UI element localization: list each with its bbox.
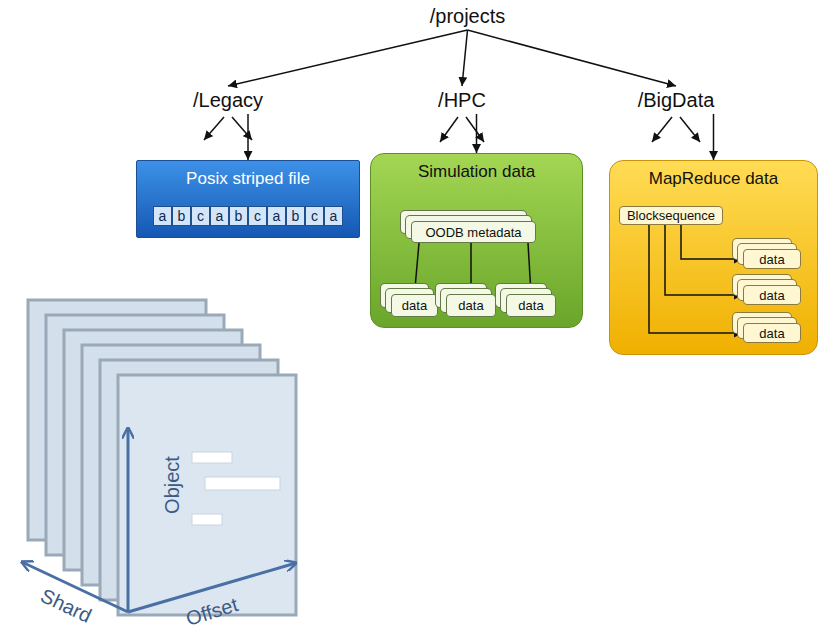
box-text: data [518,298,543,313]
box-text: a [330,208,338,224]
axes [22,428,296,612]
box-text: a [216,208,224,224]
stripe-cell: a [153,206,172,226]
object-bar [205,477,280,490]
root-path: /projects [420,2,515,30]
data-box: data [743,323,801,343]
stripe-cell: c [191,206,210,226]
box-text: b [292,208,300,224]
fan-arrow [680,117,700,142]
data-box: data [506,294,556,317]
axis-label: Object [161,456,184,514]
connector-arrow [462,30,468,86]
data-box: data [743,249,801,269]
connector-arrow [665,225,743,295]
fan-arrow [232,117,252,140]
connector-arrow [528,243,531,294]
box-text: Posix striped file [186,169,310,189]
box-text: /BigData [638,89,715,112]
simulation-box: Simulation dataOODB metadata data data data [370,153,583,328]
stripe-cell: b [229,206,248,226]
stripe-cell: a [267,206,286,226]
fan-arrows [204,117,700,142]
connector-arrow [476,114,478,153]
sheet [118,375,296,615]
connector-arrow [649,225,743,333]
box-text: /HPC [438,89,486,112]
shard-sheets [28,300,296,615]
stripe-cell: c [305,206,324,226]
metadata-box: OODB metadata [411,221,536,243]
box-text: data [759,288,784,303]
stripe-cell: a [210,206,229,226]
box-text: Blocksequence [627,208,715,223]
folder-path: /BigData [630,86,722,114]
data-box: data [391,294,438,317]
box-text: /projects [430,5,506,28]
posix-file-box: Posix striped fileabcabcabca [136,160,360,238]
fan-arrow [466,117,484,142]
box-text: data [759,326,784,341]
blocksequence-box: Blocksequence [619,206,723,225]
connector-arrow [681,225,743,259]
fan-arrow [652,117,672,142]
connector-arrow [415,243,420,294]
fan-arrow [204,117,224,140]
stripe-cell: b [286,206,305,226]
data-box: data [743,285,801,305]
fan-arrow [440,117,458,142]
box-text: c [254,208,261,224]
box-text: b [235,208,243,224]
object-bars [192,452,280,525]
box-text: MapReduce data [649,169,778,189]
connector-arrow [247,114,249,160]
box-text: b [178,208,186,224]
folder-path: /HPC [432,86,492,114]
folder-path: /Legacy [187,86,270,114]
connector-arrow [470,243,472,294]
box-text: data [458,298,483,313]
object-bar [192,452,232,463]
box-text: data [759,252,784,267]
stripe-cell: c [248,206,267,226]
box-text: c [311,208,318,224]
box-text: data [402,298,427,313]
box-text: a [159,208,167,224]
box-text: OODB metadata [425,225,521,240]
mapreduce-box: MapReduce dataBlocksequence data data data [609,160,818,355]
box-text: /Legacy [193,89,263,112]
box-text: c [197,208,204,224]
connector-arrow [228,30,468,86]
object-axis [127,428,130,612]
box-text: Simulation data [418,162,535,182]
object-bar [192,514,222,525]
connector-arrow [468,30,677,86]
stripe-cell: a [324,206,343,226]
data-box: data [446,294,496,317]
box-text: a [273,208,281,224]
connector-arrow [713,114,715,160]
stripe-cell: b [172,206,191,226]
